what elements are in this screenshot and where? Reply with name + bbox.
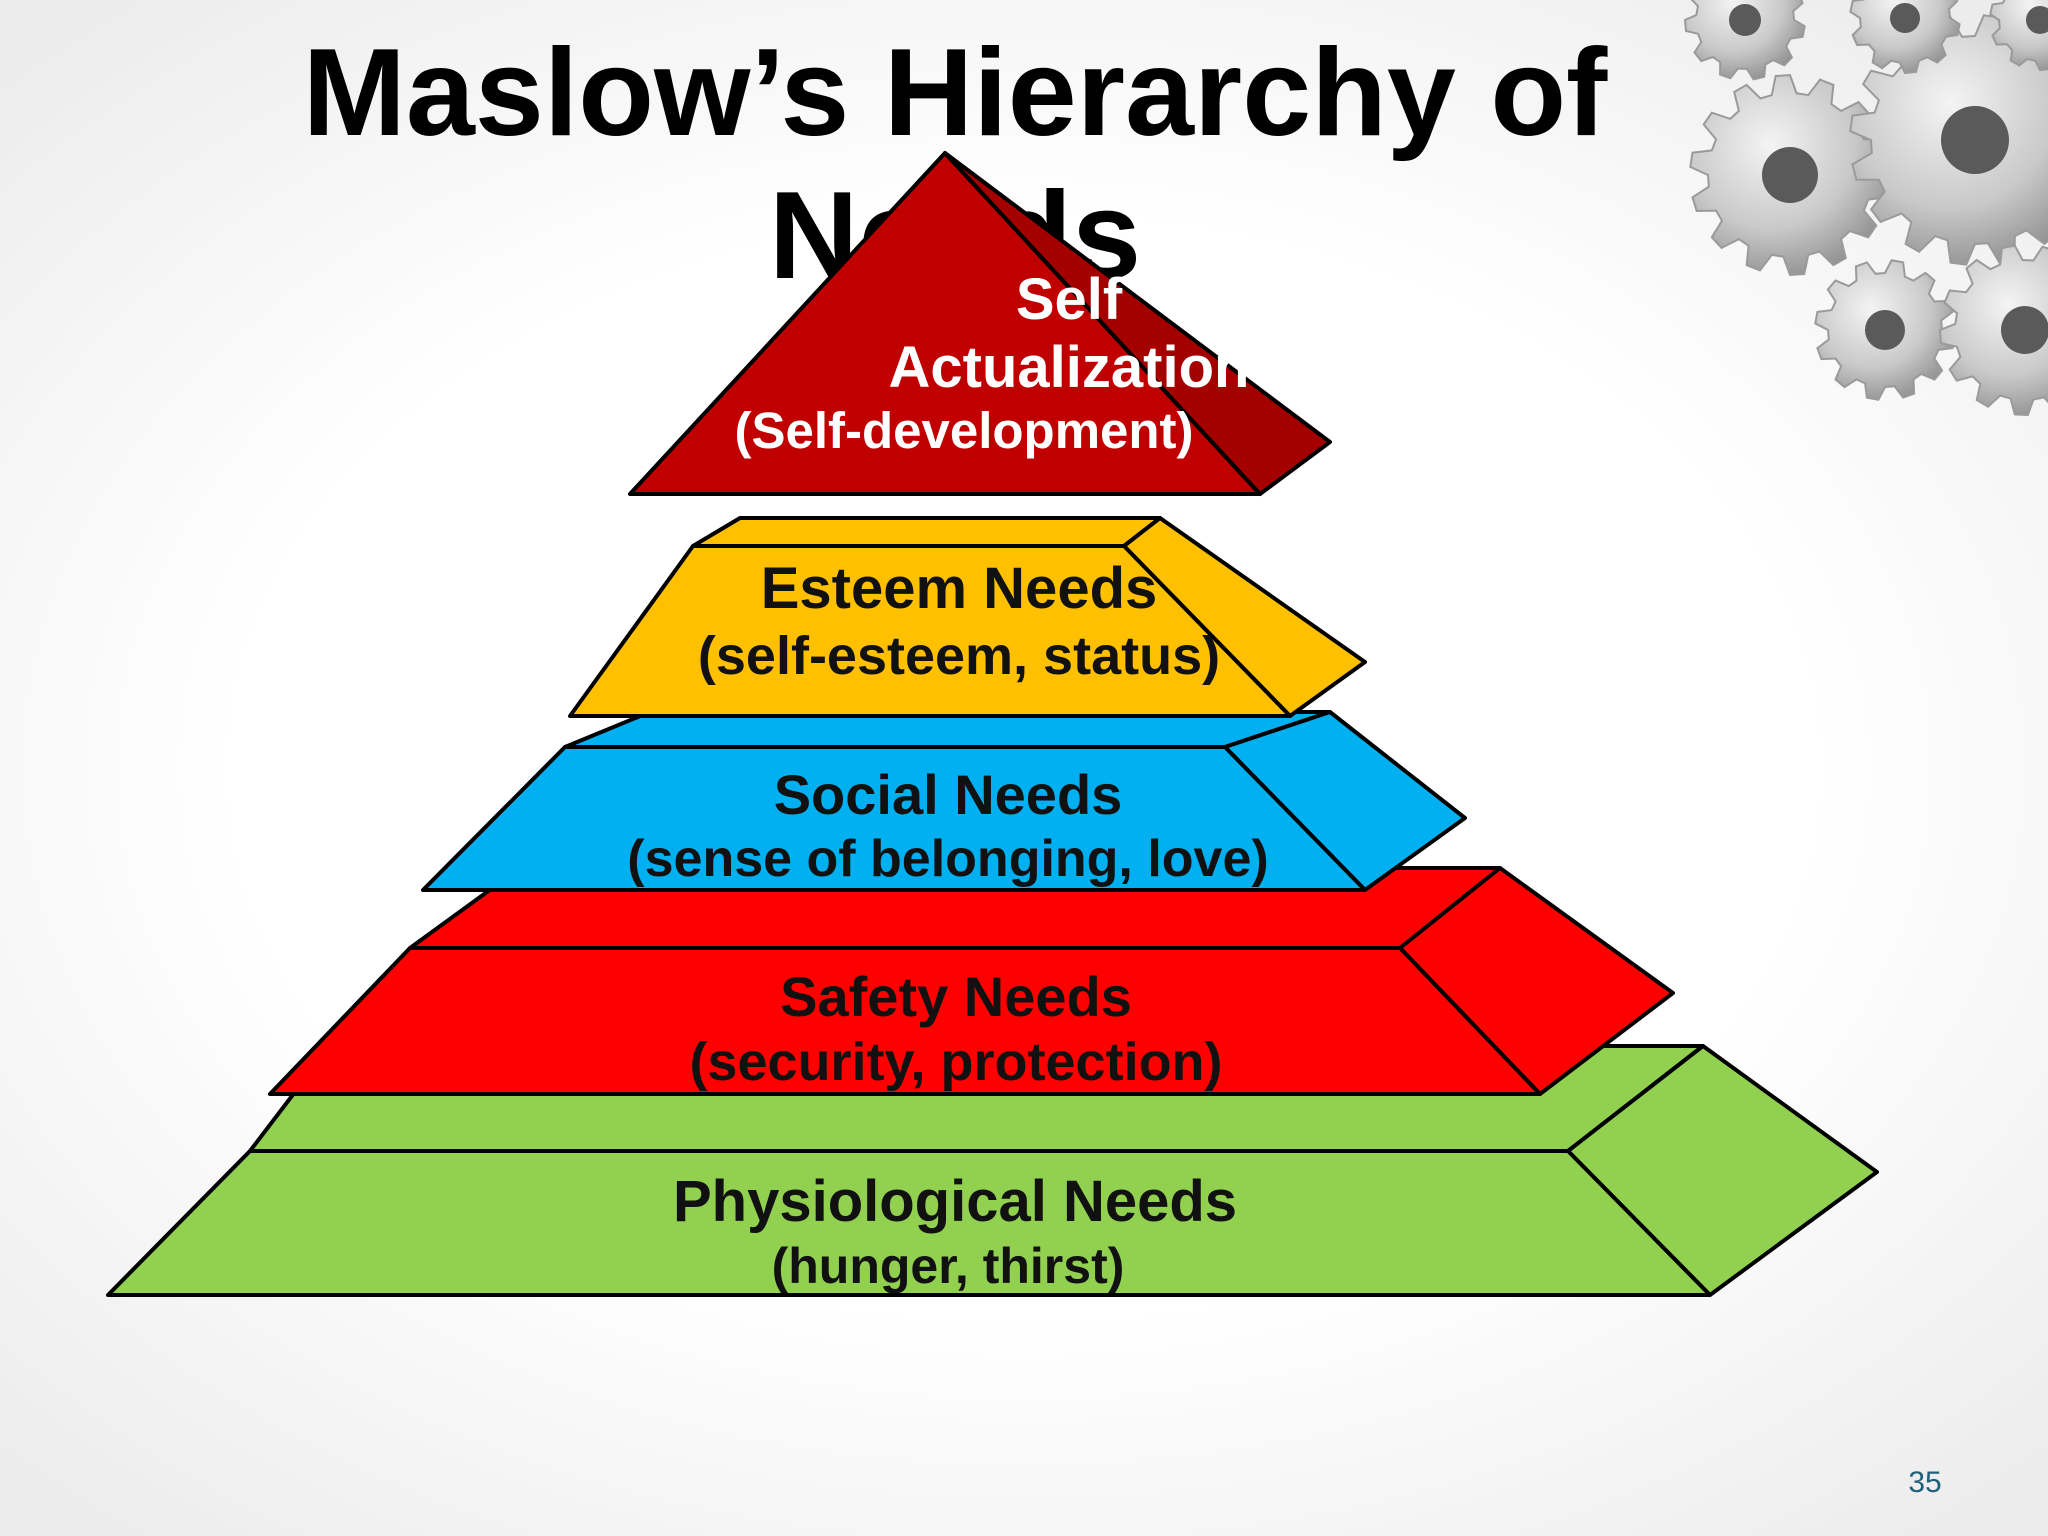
- gear-icon: [1938, 244, 2048, 417]
- level-esteem-title: Esteem Needs: [760, 556, 1158, 621]
- level-social-subtitle: (sense of belonging, love): [627, 830, 1269, 888]
- level-safety-front-face: [268, 946, 1542, 1096]
- level-social-title: Social Needs: [773, 763, 1123, 826]
- gear-hole-icon: [1941, 106, 2009, 174]
- gear-hole-icon: [1762, 147, 1818, 203]
- pyramid-level-physiological: [106, 1044, 1879, 1297]
- slide-title: Maslow’s Hierarchy of Needs: [302, 24, 1608, 305]
- level-physiological-title: Physiological Needs: [672, 1169, 1238, 1234]
- pyramid-level-social: [421, 710, 1467, 892]
- level-esteem-subtitle: (self-esteem, status): [697, 626, 1221, 686]
- gear-hole-icon: [1890, 3, 1920, 33]
- pyramid-level-esteem: [568, 516, 1367, 718]
- gear-icon: [1683, 0, 1806, 81]
- gear-icon: [1849, 0, 1961, 75]
- gear-hole-icon: [2026, 6, 2048, 34]
- pyramid-level-self-actualization: [628, 151, 1332, 496]
- level-safety-subtitle: (security, protection): [689, 1032, 1223, 1092]
- gear-hole-icon: [1865, 310, 1905, 350]
- level-physiological-front-face: [106, 1149, 1712, 1297]
- level-safety-title: Safety Needs: [780, 965, 1132, 1028]
- page-number: 35: [1908, 1466, 1942, 1499]
- gear-hole-icon: [2001, 306, 2048, 354]
- level-esteem-top-face: [691, 516, 1162, 548]
- level-esteem-front-face: [568, 544, 1292, 718]
- gear-hole-icon: [1729, 4, 1761, 36]
- level-self-actualization-title: Self Actualization: [888, 267, 1250, 400]
- level-self-actualization-side-face: [943, 151, 1332, 496]
- level-social-front-face: [421, 745, 1367, 892]
- level-self-actualization-subtitle: (Self-development): [734, 402, 1194, 459]
- level-physiological-subtitle: (hunger, thirst): [771, 1238, 1125, 1294]
